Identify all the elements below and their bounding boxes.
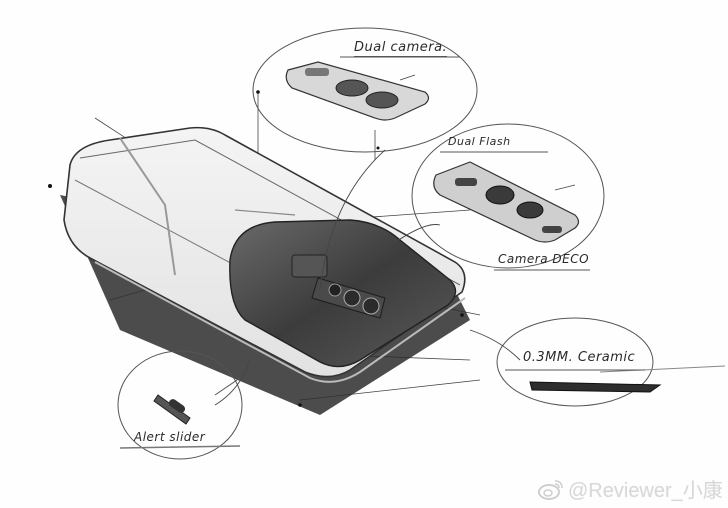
camera-deco-part [433, 161, 580, 243]
watermark: @Reviewer_小康 [538, 474, 723, 503]
camera-module [291, 254, 386, 319]
weibo-icon [538, 479, 563, 500]
alert-slider-part [153, 394, 191, 425]
callout-camera-deco: Camera DECO [498, 252, 590, 266]
callout-alert-slider: Alert slider [134, 430, 206, 444]
callout-dual-flash: Dual Flash [448, 135, 511, 148]
dual-camera-part [285, 61, 430, 121]
watermark-text: @Reviewer_小康 [568, 480, 723, 502]
callout-ceramic: 0.3MM. Ceramic [523, 350, 636, 365]
callout-dual-camera: Dual camera. [354, 40, 448, 57]
